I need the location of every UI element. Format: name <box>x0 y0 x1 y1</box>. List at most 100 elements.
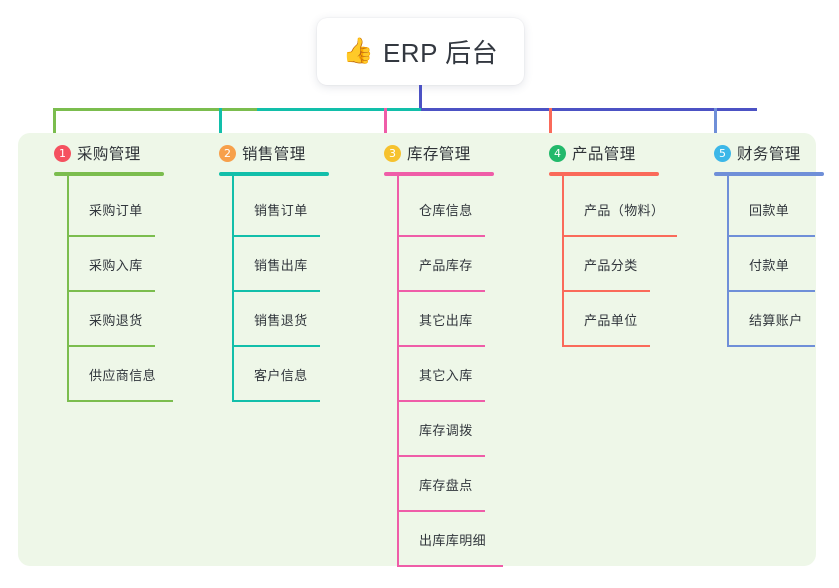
leaf-node[interactable]: 付款单 <box>727 237 819 292</box>
branch-drop-connector-1 <box>53 108 56 133</box>
branch-spine <box>397 174 399 567</box>
branch-number-badge: 2 <box>219 144 236 162</box>
leaf-node[interactable]: 客户信息 <box>232 347 324 402</box>
leaf-node[interactable]: 采购订单 <box>67 182 159 237</box>
leaf-node-underline <box>397 510 485 512</box>
leaf-node-label: 结算账户 <box>749 313 803 328</box>
thumbs-up-icon: 👍 <box>342 37 374 65</box>
leaf-node-label: 产品库存 <box>419 258 473 273</box>
leaf-node-label: 采购入库 <box>89 258 143 273</box>
branch-title: 产品管理 <box>572 146 636 163</box>
branch-number-badge: 3 <box>384 144 401 162</box>
leaf-node[interactable]: 出库库明细 <box>397 512 507 567</box>
leaf-node[interactable]: 库存盘点 <box>397 457 489 512</box>
leaf-node-underline <box>232 400 320 402</box>
root-node-card[interactable]: 👍 ERP 后台 <box>317 18 524 85</box>
leaf-node-underline <box>562 235 677 237</box>
leaf-node[interactable]: 回款单 <box>727 182 819 237</box>
branch-drop-connector-5 <box>714 108 717 133</box>
bus-segment-green <box>53 108 257 111</box>
branch-header-5[interactable]: 5 财务管理 <box>696 141 801 165</box>
leaf-node-underline <box>397 565 503 567</box>
leaf-node-underline <box>562 345 650 347</box>
leaf-node-underline <box>67 400 173 402</box>
leaf-node[interactable]: 其它出库 <box>397 292 489 347</box>
leaf-node[interactable]: 产品（物料） <box>562 182 681 237</box>
leaf-node[interactable]: 产品分类 <box>562 237 654 292</box>
branch-header-2[interactable]: 2 销售管理 <box>201 141 306 165</box>
page-title: ERP 后台 <box>382 38 499 68</box>
branch-underline <box>54 172 164 176</box>
trunk-connector <box>419 85 422 108</box>
branch-underline <box>384 172 494 176</box>
branch-spine <box>562 174 564 347</box>
leaf-node-label: 回款单 <box>749 203 790 218</box>
leaf-node-underline <box>397 345 485 347</box>
leaf-node[interactable]: 产品单位 <box>562 292 654 347</box>
leaf-node-label: 客户信息 <box>254 368 308 383</box>
branch-header-4[interactable]: 4 产品管理 <box>531 141 636 165</box>
leaf-node[interactable]: 销售退货 <box>232 292 324 347</box>
leaf-node[interactable]: 其它入库 <box>397 347 489 402</box>
leaf-node-underline <box>397 400 485 402</box>
branch-column-2: 2 销售管理销售订单销售出库销售退货客户信息 <box>201 141 329 402</box>
leaf-node[interactable]: 销售订单 <box>232 182 324 237</box>
leaf-node-underline <box>562 290 650 292</box>
branch-number-badge: 1 <box>54 144 71 162</box>
leaf-node-underline <box>67 290 155 292</box>
leaf-node[interactable]: 库存调拨 <box>397 402 489 457</box>
leaf-node-underline <box>397 235 485 237</box>
branch-drop-connector-4 <box>549 108 552 133</box>
branch-title: 财务管理 <box>737 146 801 163</box>
branch-spine <box>67 174 69 402</box>
branch-title: 采购管理 <box>77 146 141 163</box>
branch-underline <box>219 172 329 176</box>
bus-segment-teal <box>257 108 421 111</box>
branch-spine <box>727 174 729 347</box>
branch-column-5: 5 财务管理回款单付款单结算账户 <box>696 141 824 347</box>
branch-drop-connector-3 <box>384 108 387 133</box>
leaf-node-underline <box>232 235 320 237</box>
leaf-node-label: 其它入库 <box>419 368 473 383</box>
leaf-node-label: 产品单位 <box>584 313 638 328</box>
leaf-node-label: 销售退货 <box>254 313 308 328</box>
branch-underline <box>549 172 659 176</box>
leaf-node-underline <box>727 290 815 292</box>
branch-spine <box>232 174 234 402</box>
leaf-node-label: 仓库信息 <box>419 203 473 218</box>
leaf-node-label: 供应商信息 <box>89 368 157 383</box>
leaf-node[interactable]: 仓库信息 <box>397 182 489 237</box>
leaf-node-underline <box>232 345 320 347</box>
leaf-node-label: 其它出库 <box>419 313 473 328</box>
leaf-node[interactable]: 采购退货 <box>67 292 159 347</box>
leaf-node[interactable]: 结算账户 <box>727 292 819 347</box>
leaf-node[interactable]: 供应商信息 <box>67 347 177 402</box>
branch-header-3[interactable]: 3 库存管理 <box>366 141 471 165</box>
branch-title: 库存管理 <box>407 146 471 163</box>
bus-segment-blue <box>421 108 757 111</box>
leaf-node[interactable]: 产品库存 <box>397 237 489 292</box>
leaf-node-label: 付款单 <box>749 258 790 273</box>
leaf-node-label: 产品分类 <box>584 258 638 273</box>
leaf-node-label: 库存调拨 <box>419 423 473 438</box>
branch-header-1[interactable]: 1 采购管理 <box>36 141 141 165</box>
leaf-node-underline <box>727 345 815 347</box>
branch-column-3: 3 库存管理仓库信息产品库存其它出库其它入库库存调拨库存盘点出库库明细 <box>366 141 503 567</box>
leaf-node-underline <box>232 290 320 292</box>
branches-panel <box>18 133 816 566</box>
leaf-node[interactable]: 销售出库 <box>232 237 324 292</box>
leaf-node-underline <box>397 455 485 457</box>
branch-title: 销售管理 <box>242 146 306 163</box>
branch-number-badge: 4 <box>549 144 566 162</box>
leaf-node-underline <box>397 290 485 292</box>
leaf-node-label: 销售订单 <box>254 203 308 218</box>
leaf-node-label: 出库库明细 <box>419 533 487 548</box>
leaf-node[interactable]: 采购入库 <box>67 237 159 292</box>
leaf-node-underline <box>67 345 155 347</box>
leaf-node-underline <box>727 235 815 237</box>
branch-number-badge: 5 <box>714 144 731 162</box>
branch-drop-connector-2 <box>219 108 222 133</box>
leaf-node-label: 销售出库 <box>254 258 308 273</box>
